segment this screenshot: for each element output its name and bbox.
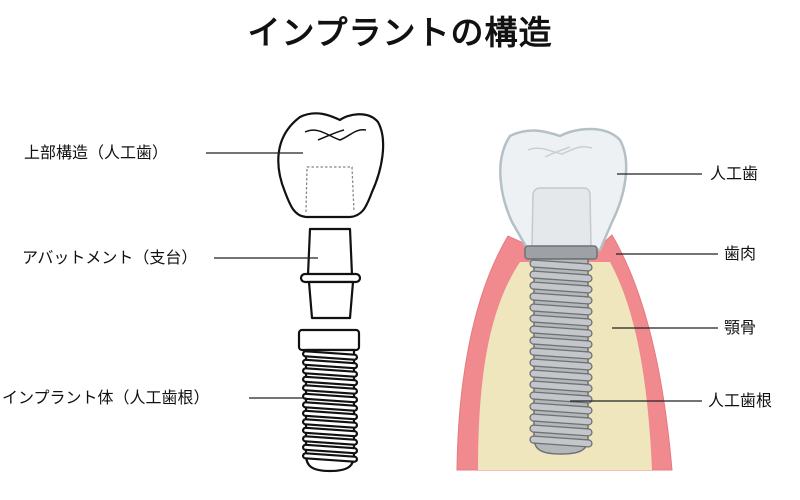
label-artificial-root: 人工歯根 [708, 391, 773, 410]
thread [301, 375, 359, 387]
left-abutment-bottom [307, 280, 355, 320]
thread [529, 303, 593, 316]
thread [301, 435, 359, 446]
left-leader-lines [206, 152, 318, 399]
thread [301, 426, 359, 438]
thread [301, 350, 359, 361]
left-fixture-threads [301, 350, 359, 463]
thread [529, 259, 593, 272]
thread [301, 358, 359, 370]
thread [529, 325, 593, 338]
left-abutment-top [306, 227, 354, 277]
thread [301, 367, 359, 378]
thread [301, 401, 359, 412]
thread [301, 409, 359, 421]
thread [301, 392, 359, 404]
left-fixture-head [297, 328, 361, 352]
left-abutment-ring [299, 272, 362, 284]
thread [529, 336, 593, 349]
page-title: インプラントの構造 [247, 13, 553, 52]
thread [529, 270, 593, 283]
right-crown-fissure [527, 145, 593, 158]
thread [529, 281, 593, 294]
thread [529, 435, 593, 448]
left-exploded-diagram [277, 112, 385, 473]
thread [529, 369, 593, 382]
label-artificial-tooth: 人工歯 [710, 164, 759, 183]
right-collar [524, 245, 598, 260]
thread [529, 402, 593, 415]
left-crown [277, 112, 385, 219]
left-crown-fissure [304, 128, 367, 141]
label-implant-body: インプラント体（人工歯根） [2, 388, 210, 407]
right-leader-lines [570, 173, 718, 402]
label-superstructure: 上部構造（人工歯） [24, 143, 169, 162]
right-screw-threads [529, 259, 593, 448]
thread [529, 424, 593, 437]
thread [529, 380, 593, 393]
label-abutment: アバットメント（支台） [22, 248, 198, 267]
thread [529, 347, 593, 360]
thread [529, 413, 593, 426]
thread [301, 384, 359, 395]
thread [529, 358, 593, 371]
thread [529, 391, 593, 404]
left-crown-cavity [305, 166, 355, 213]
right-cross-section [456, 127, 673, 471]
label-jaw-bone: 顎骨 [724, 318, 757, 337]
thread [529, 292, 593, 305]
thread [301, 418, 359, 429]
thread [529, 314, 593, 327]
label-gum: 歯肉 [724, 244, 757, 263]
right-abutment [531, 187, 592, 248]
thread [301, 443, 359, 455]
thread [301, 452, 359, 463]
